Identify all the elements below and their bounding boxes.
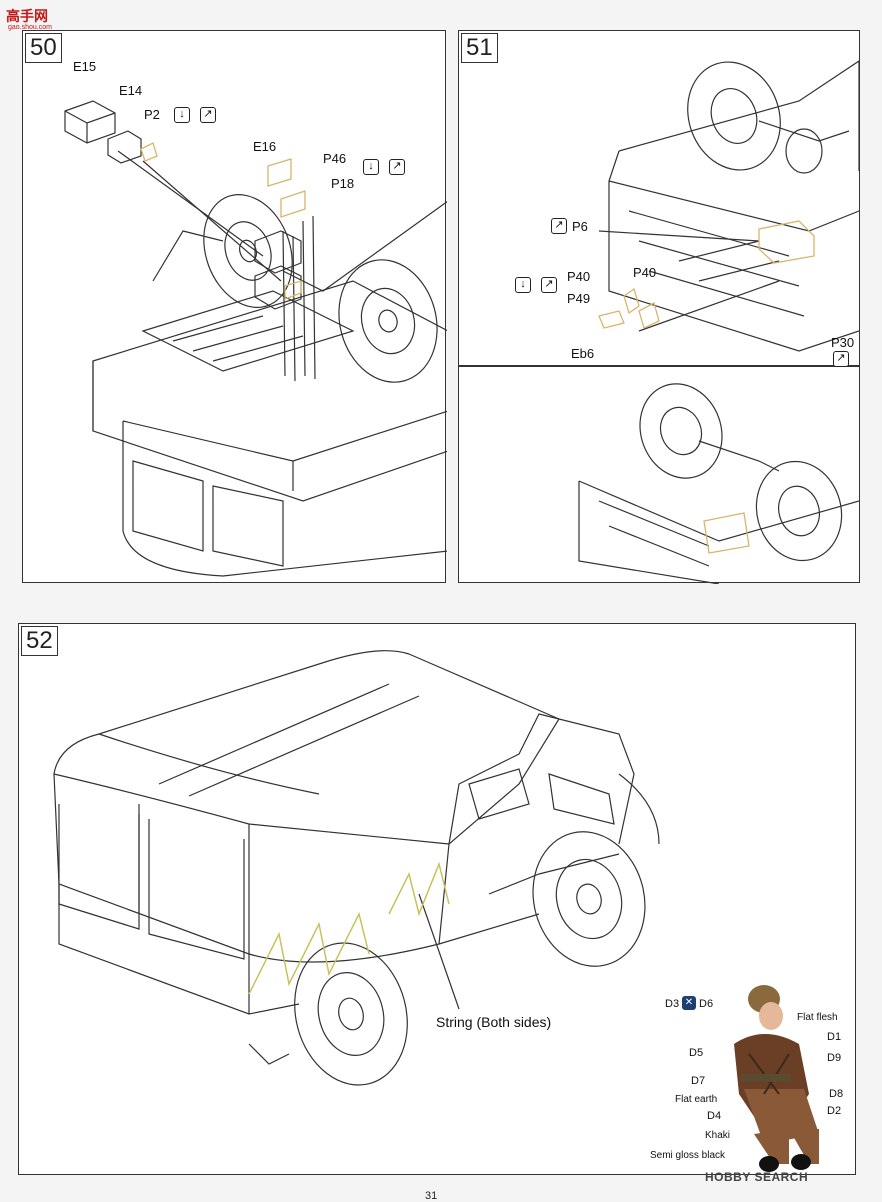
photoetch-icon: ↗	[833, 351, 849, 367]
figure-label-d2: D2	[827, 1105, 842, 1117]
photoetch-icon: ↗	[551, 218, 567, 234]
part-label-p6: P6	[572, 219, 588, 234]
step-51-drawing	[578, 60, 859, 584]
step-50-panel: 50	[22, 30, 447, 583]
glue-icon: ↓	[515, 277, 531, 293]
part-label-p49: P49	[567, 291, 591, 306]
part-label-p18: P18	[331, 176, 355, 191]
string-label: String (Both sides)	[436, 1014, 552, 1030]
part-label-p40-b: P40	[633, 265, 657, 280]
photoetch-icon: ↗	[541, 277, 557, 293]
step-51-divider	[459, 365, 859, 367]
figure-label-d6: D6	[699, 998, 714, 1010]
paint-label-khaki: Khaki	[705, 1130, 731, 1141]
photoetch-icon: ↗	[389, 159, 405, 175]
step-52-panel: 52	[18, 623, 856, 1175]
part-label-p2: P2	[144, 107, 160, 122]
figure-label-d7: D7	[691, 1075, 706, 1087]
step-number: 50	[25, 33, 62, 63]
part-label-e16: E16	[253, 139, 277, 154]
figure-label-d1: D1	[827, 1031, 842, 1043]
part-label-eb6: Eb6	[571, 346, 595, 361]
step-50-drawing	[64, 100, 447, 577]
figure-label-d4: D4	[707, 1110, 722, 1122]
paint-label-flat-earth: Flat earth	[675, 1094, 718, 1105]
figure-label-d3: D3	[665, 998, 680, 1010]
watermark: HOBBY SEARCH	[705, 1170, 809, 1184]
step-number: 51	[461, 33, 498, 63]
photoetch-icon: ↗	[200, 107, 216, 123]
step-51-panel: 51	[458, 30, 860, 584]
part-label-e15: E15	[73, 59, 97, 74]
glue-icon: ↓	[363, 159, 379, 175]
join-icon: ✕	[682, 996, 696, 1010]
figure-label-d8: D8	[829, 1088, 844, 1100]
paint-label-semi-gloss-black: Semi gloss black	[650, 1150, 726, 1161]
site-logo-url: gao.shou.com	[8, 24, 52, 31]
part-label-p30: P30	[831, 335, 855, 350]
paint-label-flat-flesh: Flat flesh	[797, 1012, 838, 1023]
figure-label-d9: D9	[827, 1052, 842, 1064]
part-label-p40-a: P40	[567, 269, 591, 284]
figure-label-d5: D5	[689, 1047, 704, 1059]
step-52-drawing	[53, 650, 819, 1172]
step-number: 52	[21, 626, 58, 656]
part-label-p46: P46	[323, 151, 347, 166]
part-label-e14: E14	[119, 83, 143, 98]
page-number: 31	[425, 1190, 438, 1202]
glue-icon: ↓	[174, 107, 190, 123]
site-logo: 高手网	[6, 8, 48, 24]
